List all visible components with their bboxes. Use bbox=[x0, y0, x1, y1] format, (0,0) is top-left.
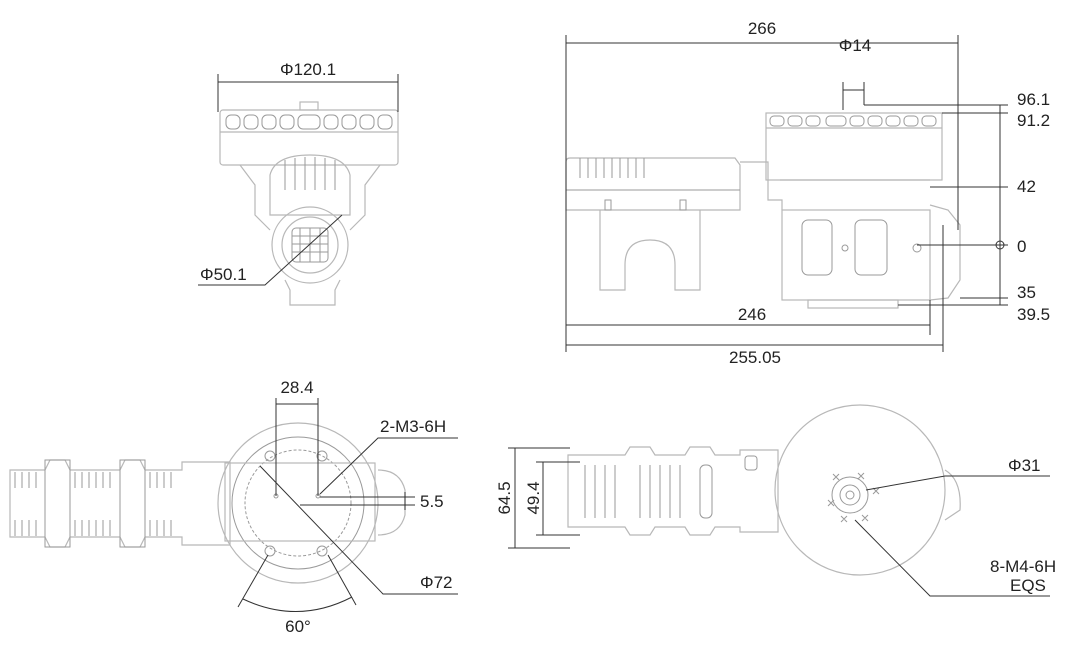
label-thread-spec: 2-M3-6H bbox=[380, 417, 446, 436]
label-bolt-circle: Φ72 bbox=[420, 573, 452, 592]
dimension-angle: 60° bbox=[237, 554, 357, 636]
label-height-96-1: 96.1 bbox=[1017, 90, 1050, 109]
label-offset: 5.5 bbox=[420, 492, 444, 511]
dimension-hole-spacing: 28.4 bbox=[275, 378, 319, 496]
front-view-outline bbox=[219, 101, 399, 306]
label-pilot-diameter: Φ31 bbox=[1008, 456, 1040, 475]
side-view-outline bbox=[565, 112, 961, 309]
dimension-width-inner: 49.4 bbox=[524, 461, 580, 536]
label-width-outer: 64.5 bbox=[495, 481, 514, 514]
dimension-width-outer: 64.5 bbox=[495, 447, 570, 549]
front-view: Φ120.1 Φ50.1 bbox=[198, 60, 399, 306]
label-length-246: 246 bbox=[738, 305, 766, 324]
bottom-view: 28.4 2-M3-6H 5.5 Φ72 60° bbox=[9, 378, 458, 636]
top-view: 64.5 49.4 Φ31 8-M4-6H EQS bbox=[495, 404, 1056, 597]
label-height-0: 0 bbox=[1017, 237, 1026, 256]
label-thread-spec-top: 8-M4-6H bbox=[990, 557, 1056, 576]
dimension-thread-spec-top: 8-M4-6H EQS bbox=[854, 519, 1056, 597]
bottom-view-outline bbox=[9, 422, 406, 584]
dimension-face-diameter: Φ50.1 bbox=[198, 214, 343, 286]
dimension-offset: 5.5 bbox=[300, 492, 444, 511]
dimension-thread-spec: 2-M3-6H bbox=[319, 417, 458, 495]
side-view: 266 Φ14 96.1 91.2 42 0 35 39.5 bbox=[565, 19, 1050, 367]
label-outer-diameter: Φ120.1 bbox=[280, 60, 336, 79]
label-height-42: 42 bbox=[1017, 177, 1036, 196]
label-shaft-diameter: Φ14 bbox=[839, 36, 871, 55]
top-view-outline bbox=[567, 404, 961, 576]
label-hole-spacing: 28.4 bbox=[280, 378, 313, 397]
label-height-91-2: 91.2 bbox=[1017, 111, 1050, 130]
dimension-length-255: 255.05 bbox=[566, 225, 944, 367]
label-thread-note: EQS bbox=[1010, 576, 1046, 595]
dimension-overall-length: 266 bbox=[565, 19, 959, 352]
dimension-length-246: 246 bbox=[566, 300, 931, 335]
label-angle: 60° bbox=[285, 617, 311, 636]
dimension-shaft-diameter: Φ14 bbox=[839, 36, 871, 110]
dimension-outer-diameter: Φ120.1 bbox=[217, 60, 399, 112]
dimension-heights: 96.1 91.2 42 0 35 39.5 bbox=[864, 90, 1050, 324]
dimension-bolt-circle: Φ72 bbox=[259, 465, 458, 595]
label-face-diameter: Φ50.1 bbox=[200, 265, 247, 284]
label-length-255: 255.05 bbox=[729, 348, 781, 367]
label-overall-length: 266 bbox=[748, 19, 776, 38]
label-height-39-5: 39.5 bbox=[1017, 305, 1050, 324]
dimension-pilot-diameter: Φ31 bbox=[865, 456, 1050, 491]
label-width-inner: 49.4 bbox=[524, 481, 543, 514]
label-height-35: 35 bbox=[1017, 283, 1036, 302]
